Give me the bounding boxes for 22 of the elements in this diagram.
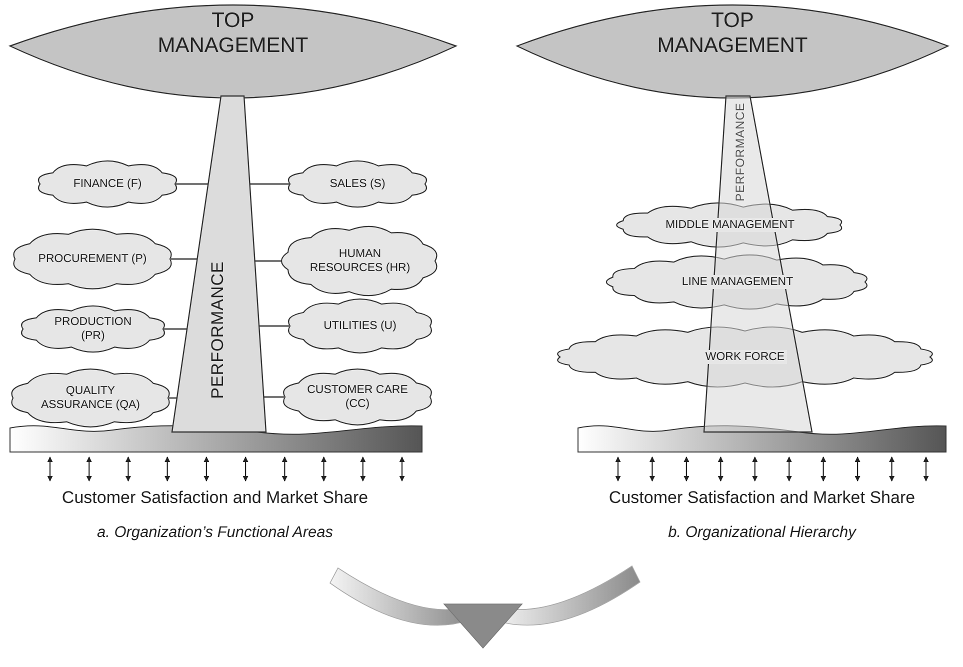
cloud-shape: PRODUCTION (PR) [18,305,168,353]
cloud-shape: PROCUREMENT (P) [10,228,175,290]
cloud-shape: QUALITY ASSURANCE (QA) [8,368,173,428]
cloud-shape: WORK FORCE [555,326,935,388]
connector-line [164,328,188,330]
cloud-shape: LINE MANAGEMENT [605,254,870,310]
umbrella-shaft: PERFORMANCE [172,96,266,432]
connector-line [264,396,284,398]
bottom-label: Customer Satisfaction and Market Share [62,488,368,508]
caption: a. Organization’s Functional Areas [96,524,334,542]
cloud-shape: CUSTOMER CARE (CC) [280,368,435,426]
connector-line [250,183,289,185]
connector-line [259,325,289,327]
connector-line [176,183,208,185]
cloud-shape: HUMAN RESOURCES (HR) [280,225,440,297]
cloud-shape: FINANCE (F) [35,160,180,208]
cloud-shape: UTILITIES (U) [285,298,435,354]
bottom-label: Customer Satisfaction and Market Share [608,488,916,508]
cloud-shape: SALES (S) [285,160,430,208]
connector-line [171,258,198,260]
caption: b. Organizational Hierarchy [668,524,856,542]
cloud-shape: MIDDLE MANAGEMENT [615,202,845,248]
